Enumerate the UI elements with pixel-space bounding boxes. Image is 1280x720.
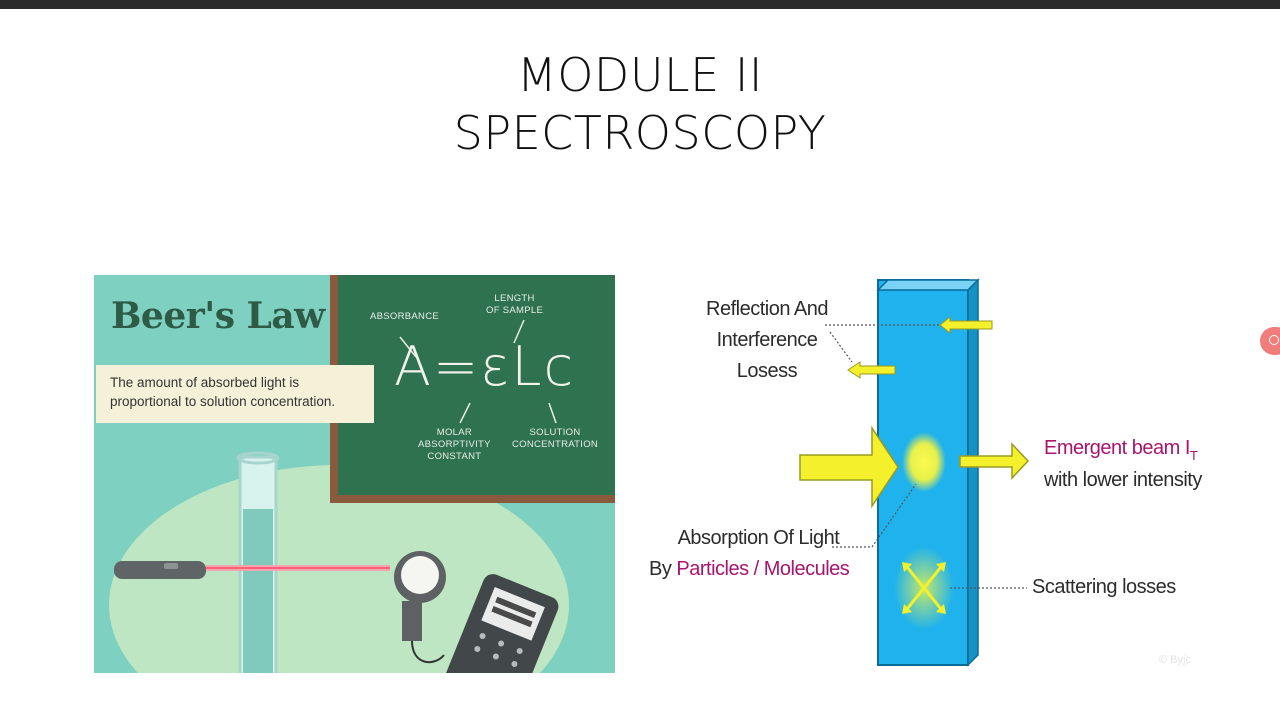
beers-law-description: The amount of absorbed light is proporti…: [96, 365, 374, 423]
emergent-beam-arrow: [959, 442, 1030, 480]
cuvette-top: [876, 279, 980, 291]
record-icon: [1269, 335, 1279, 345]
pointer-length: [513, 319, 525, 344]
emergent-beam-description: with lower intensity: [1044, 469, 1202, 491]
emergent-beam-text: Emergent beam I: [1044, 437, 1190, 459]
absorption-label-line-1: Absorption Of Light: [677, 527, 840, 549]
label-solution-concentration: SOLUTION CONCENTRATION: [512, 427, 598, 451]
reflection-arrow-out: [847, 361, 896, 379]
title-line-topic: SPECTROSCOPY: [453, 106, 827, 160]
absorption-label-line-2: By Particles / Molecules: [649, 554, 850, 585]
record-button[interactable]: [1260, 327, 1280, 355]
label-solution-line-2: CONCENTRATION: [512, 439, 599, 450]
laser-beam-core: [206, 567, 390, 569]
absorption-diagram-artwork: [799, 278, 1030, 667]
incident-beam-arrow: [799, 425, 899, 509]
slide-title: MODULE II SPECTROSCOPY: [0, 46, 1280, 162]
beers-law-illustration: Beer's Law The amount of absorbed light …: [94, 275, 615, 673]
scattering-arrows: [905, 566, 943, 610]
sensor-cable: [411, 640, 445, 664]
absorption-glow: [902, 432, 946, 492]
emergent-beam-title: Emergent beam IT: [1044, 433, 1202, 465]
light-sensor-lens: [401, 556, 439, 594]
absorption-prefix: By: [649, 558, 677, 580]
test-tube-solution: [243, 509, 273, 673]
leader-lines: [825, 324, 1027, 589]
emergent-beam-label: Emergent beam IT with lower intensity: [1044, 433, 1202, 496]
label-molar-absorptivity: MOLAR ABSORPTIVITY CONSTANT: [418, 427, 491, 463]
chalkboard: [338, 275, 615, 495]
label-absorbance: ABSORBANCE: [370, 311, 439, 322]
label-molar-line-3: CONSTANT: [427, 451, 482, 462]
window-top-bar: [0, 0, 1280, 9]
label-molar-line-2: ABSORPTIVITY: [418, 439, 491, 450]
emergent-beam-subscript: T: [1189, 448, 1198, 463]
title-line-module: MODULE II: [517, 48, 763, 102]
label-length-of-sample: LENGTH OF SAMPLE: [486, 293, 543, 317]
beers-law-formula: A=εLc: [394, 335, 576, 398]
reflection-label-line-3: Losess: [736, 360, 798, 382]
beers-law-artwork: [109, 275, 615, 673]
light-meter: [445, 574, 559, 673]
beers-law-heading: Beer's Law: [111, 295, 325, 337]
laser-button: [164, 563, 178, 569]
absorption-label: Absorption Of Light By Particles / Molec…: [649, 523, 850, 585]
laser-pointer: [114, 561, 206, 579]
reflection-label-line-2: Interference: [716, 329, 818, 351]
pointer-solution: [548, 402, 557, 424]
pointer-absorbance: [399, 336, 417, 358]
absorption-particles: Particles / Molecules: [676, 558, 850, 580]
scattering-arrowheads: [902, 562, 946, 614]
test-tube-rim: [236, 451, 280, 465]
label-solution-line-1: SOLUTION: [529, 427, 581, 438]
cuvette-side: [967, 278, 979, 667]
label-molar-line-1: MOLAR: [436, 427, 473, 438]
absorption-diagram: Reflection And Interference Losess Emerg…: [640, 270, 1202, 680]
pointer-molar: [459, 402, 471, 424]
reflection-arrow-in: [939, 315, 993, 335]
light-sensor-stand: [402, 601, 422, 641]
description-line-1: The amount of absorbed light is: [110, 375, 300, 390]
reflection-label-line-1: Reflection And: [706, 298, 828, 320]
label-length-line-2: OF SAMPLE: [486, 305, 544, 316]
label-length-line-1: LENGTH: [494, 293, 535, 304]
description-line-2: proportional to solution concentration.: [110, 394, 336, 409]
source-watermark: © Byjc: [1159, 654, 1191, 666]
reflection-label: Reflection And Interference Losess: [706, 294, 828, 387]
scattering-label: Scattering losses: [1032, 576, 1176, 598]
